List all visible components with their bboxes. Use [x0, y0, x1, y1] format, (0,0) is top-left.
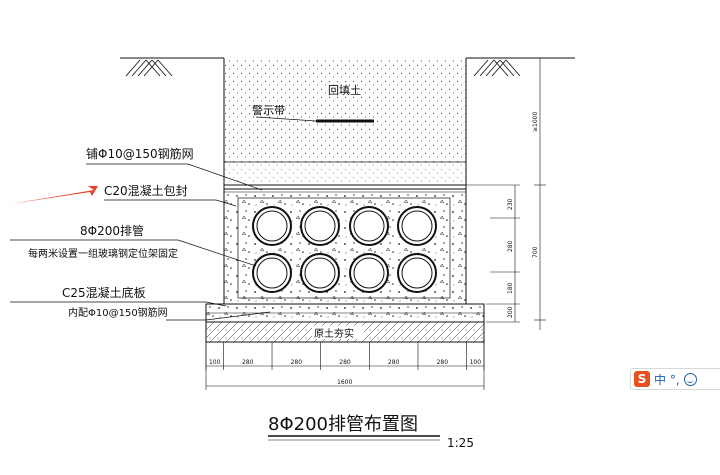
ground-hatch-left [125, 59, 173, 77]
pipe-inner-r1-c3 [353, 210, 385, 242]
pipe-inner-r1-c4 [401, 210, 433, 242]
dim-right-mid-2: 280 [507, 240, 514, 252]
c20-leader [104, 199, 237, 207]
warning-tape-leader [255, 116, 317, 122]
dim-bottom-segment-2: 280 [242, 359, 254, 366]
c20-label: C20混凝土包封 [104, 183, 188, 198]
drawing-title: 8Φ200排管布置图 [268, 414, 418, 435]
encasement-top-mesh [223, 184, 467, 190]
pipe-r1-c4 [397, 206, 437, 246]
pipe-label: 8Φ200排管 [80, 223, 144, 238]
support-label: 每两米设置一组玻璃钢定位架固定 [28, 247, 178, 260]
pipe-inner-r1-c1 [256, 210, 288, 242]
mesh-bottom-leader [166, 311, 271, 321]
dim-right-top: ≥1000 [532, 112, 539, 132]
backfill-label: 回填土 [328, 83, 361, 97]
sogou-logo-icon[interactable]: S [634, 371, 650, 387]
dim-right-bottom: 200 [507, 306, 514, 318]
pipe-r2-c1 [252, 253, 292, 293]
dim-bottom-segment-7: 100 [470, 359, 482, 366]
pipe-inner-r2-c4 [401, 257, 433, 289]
dim-bottom-segment-6: 280 [437, 359, 449, 366]
dim-bottom-total: 1600 [337, 379, 352, 386]
mesh-top-leader [86, 163, 263, 191]
dim-right-mid-1: 230 [507, 198, 514, 210]
pipe-r2-c2 [300, 253, 340, 293]
dim-bottom-segment-3: 280 [291, 359, 303, 366]
dim-bottom-segment-5: 280 [388, 359, 400, 366]
pipe-leader-diag [177, 239, 257, 267]
ground-hatch-right [473, 59, 521, 77]
soil-label-bg [312, 326, 364, 339]
dim-right-mid-3: 180 [507, 282, 514, 294]
dim-bottom-segment-4: 280 [339, 359, 351, 366]
pipe-inner-r2-c1 [256, 257, 288, 289]
c25-leader [10, 301, 227, 307]
pipe-inner-r2-c2 [304, 257, 336, 289]
pipe-r1-c1 [252, 206, 292, 246]
ime-mode-text[interactable]: 中 °, [654, 372, 680, 387]
pipe-inner-r1-c2 [304, 210, 336, 242]
pipe-r1-c2 [300, 206, 340, 246]
pipe-group [252, 206, 437, 293]
mesh-top-label: 铺Φ10@150钢筋网 [86, 146, 194, 161]
drawing-scale: 1:25 [447, 436, 474, 450]
mesh-bottom-label: 内配Φ10@150钢筋网 [68, 306, 168, 319]
soil-label: 原土夯实 [314, 327, 354, 340]
red-pointer-arrow [10, 186, 98, 204]
emoji-icon[interactable] [683, 372, 697, 386]
right-dimension-lines [466, 57, 546, 330]
pipe-r2-c4 [397, 253, 437, 293]
backfill-zone [224, 58, 466, 162]
c25-label: C25混凝土底板 [62, 285, 146, 300]
pipe-r2-c3 [349, 253, 389, 293]
pipe-r1-c3 [349, 206, 389, 246]
bottom-dimension-ticks: 100 280 280 280 280 280 100 [205, 342, 485, 370]
dim-bottom-segment-1: 100 [209, 359, 221, 366]
sand-layer [224, 162, 466, 186]
dim-right-total: 700 [532, 246, 539, 258]
warning-tape-label: 警示带 [252, 103, 285, 117]
pipe-inner-r2-c3 [353, 257, 385, 289]
ime-toolbar[interactable]: S 中 °, [630, 368, 720, 390]
inner-frame [237, 197, 451, 299]
